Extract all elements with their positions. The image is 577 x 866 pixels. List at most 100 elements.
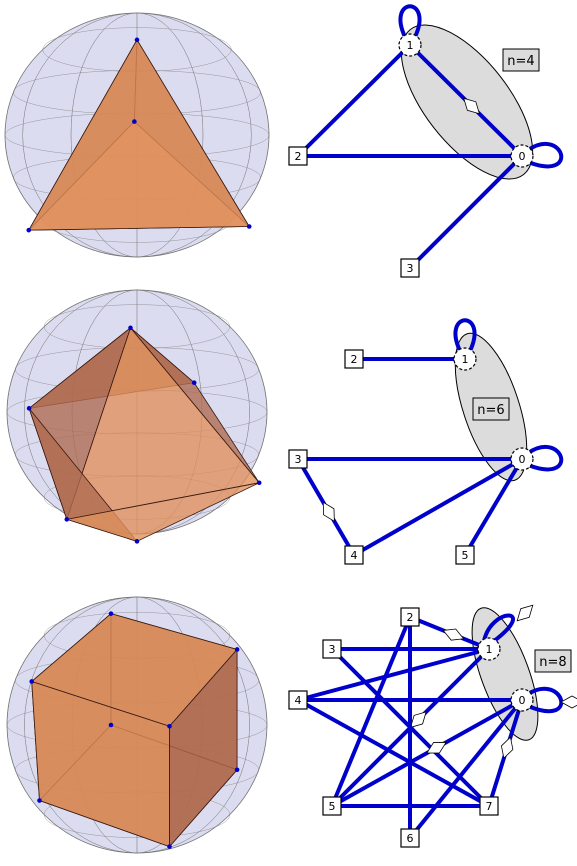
edge-1-2 (296, 43, 412, 158)
graph-octahedron: n=6 0 1 2 3 4 5 (288, 318, 564, 565)
sphere-tetrahedron (4, 12, 270, 258)
node-0: 0 (510, 144, 534, 168)
node-label: 0 (519, 150, 526, 163)
node-label: 3 (329, 643, 336, 656)
self-loop-0 (526, 142, 564, 169)
node-2: 2 (400, 607, 420, 627)
node-5: 5 (322, 796, 342, 816)
sphere-cube (6, 596, 268, 854)
node-square (322, 796, 342, 816)
vertex-dot (134, 539, 140, 544)
vertex-dot (29, 679, 34, 684)
polyhedron-tetrahedron (26, 37, 252, 233)
vertex-dot (167, 844, 172, 849)
self-loop-0 (526, 686, 564, 714)
node-label: 0 (519, 453, 526, 466)
node-circle (510, 447, 534, 471)
edge-2-5 (330, 616, 412, 807)
node-label: 0 (519, 694, 526, 707)
node-3: 3 (400, 258, 420, 278)
node-0: 0 (510, 447, 534, 471)
vertex-dot (234, 647, 240, 652)
node-3: 3 (288, 449, 308, 469)
node-label: 4 (351, 549, 358, 562)
n-label: n=4 (507, 54, 534, 69)
n-label: n=6 (477, 403, 504, 418)
node-square (400, 607, 420, 627)
node-2: 2 (288, 146, 308, 166)
node-square (344, 349, 364, 369)
n-label: n=8 (539, 655, 566, 670)
node-square (288, 690, 308, 710)
node-label: 1 (462, 353, 469, 366)
node-label: 3 (407, 262, 414, 275)
edge-4-1 (297, 647, 490, 702)
node-label: 2 (295, 150, 302, 163)
node-label: 6 (407, 832, 414, 845)
graph-cube: n=8 0 1 2 3 4 5 6 7 (288, 604, 577, 848)
node-7: 7 (479, 796, 499, 816)
node-circle (453, 347, 477, 371)
vertex-dot (108, 611, 114, 616)
node-label: 5 (329, 800, 336, 813)
node-square (322, 639, 342, 659)
edge-0-3 (408, 154, 524, 270)
vertex-dot (64, 517, 70, 522)
graph-tetrahedron: n=4 0 1 2 3 (288, 4, 564, 278)
sphere-longitude (24, 596, 250, 854)
diamond-marker (516, 604, 534, 622)
node-label: 2 (351, 353, 358, 366)
node-6: 6 (400, 828, 420, 848)
vertex-dot (132, 119, 137, 124)
polyhedron-face (28, 39, 250, 231)
diamond-marker (500, 736, 514, 760)
vertex-dot (191, 380, 197, 386)
node-2: 2 (344, 349, 364, 369)
node-square (288, 449, 308, 469)
vertex-dot (256, 480, 262, 486)
node-label: 3 (295, 453, 302, 466)
node-1: 1 (453, 347, 477, 371)
node-circle (477, 637, 501, 661)
polyhedron-octahedron (26, 325, 262, 544)
diamond-marker (463, 97, 481, 115)
polyhedron-cube (29, 611, 240, 849)
edge-3-7 (330, 647, 491, 808)
node-label: 1 (407, 39, 414, 52)
self-loop-1 (482, 613, 515, 643)
node-label: 4 (295, 694, 302, 707)
polyhedron-face (66, 482, 260, 542)
edge-0-5 (463, 457, 524, 557)
n-label-box: n=6 (472, 397, 510, 421)
node-label: 7 (486, 800, 493, 813)
node-5: 5 (455, 545, 475, 565)
self-loop-1 (398, 4, 422, 38)
vertex-dot (134, 37, 140, 43)
diamond-marker (322, 501, 335, 523)
node-3: 3 (322, 639, 342, 659)
n-label-box: n=4 (502, 48, 540, 72)
vertex-dot (128, 325, 133, 331)
diamond-marker (560, 695, 577, 709)
edge-6-0 (408, 698, 524, 840)
vertex-dot (246, 224, 252, 229)
vertex-dot (26, 227, 32, 233)
n-label-bg (502, 48, 540, 72)
node-1: 1 (477, 637, 501, 661)
node-square (400, 828, 420, 848)
edge-4-7 (297, 698, 490, 808)
diamond-marker (442, 628, 465, 641)
node-1: 1 (398, 33, 422, 57)
node-4: 4 (288, 690, 308, 710)
vertex-dot (26, 406, 32, 411)
n-label-bg (534, 649, 572, 673)
node-label: 5 (462, 549, 469, 562)
node-square (400, 258, 420, 278)
node-label: 2 (407, 611, 414, 624)
node-circle (398, 33, 422, 57)
sphere-longitude (22, 12, 252, 258)
vertex-dot (37, 798, 42, 803)
n-label-bg (472, 397, 510, 421)
node-square (455, 545, 475, 565)
